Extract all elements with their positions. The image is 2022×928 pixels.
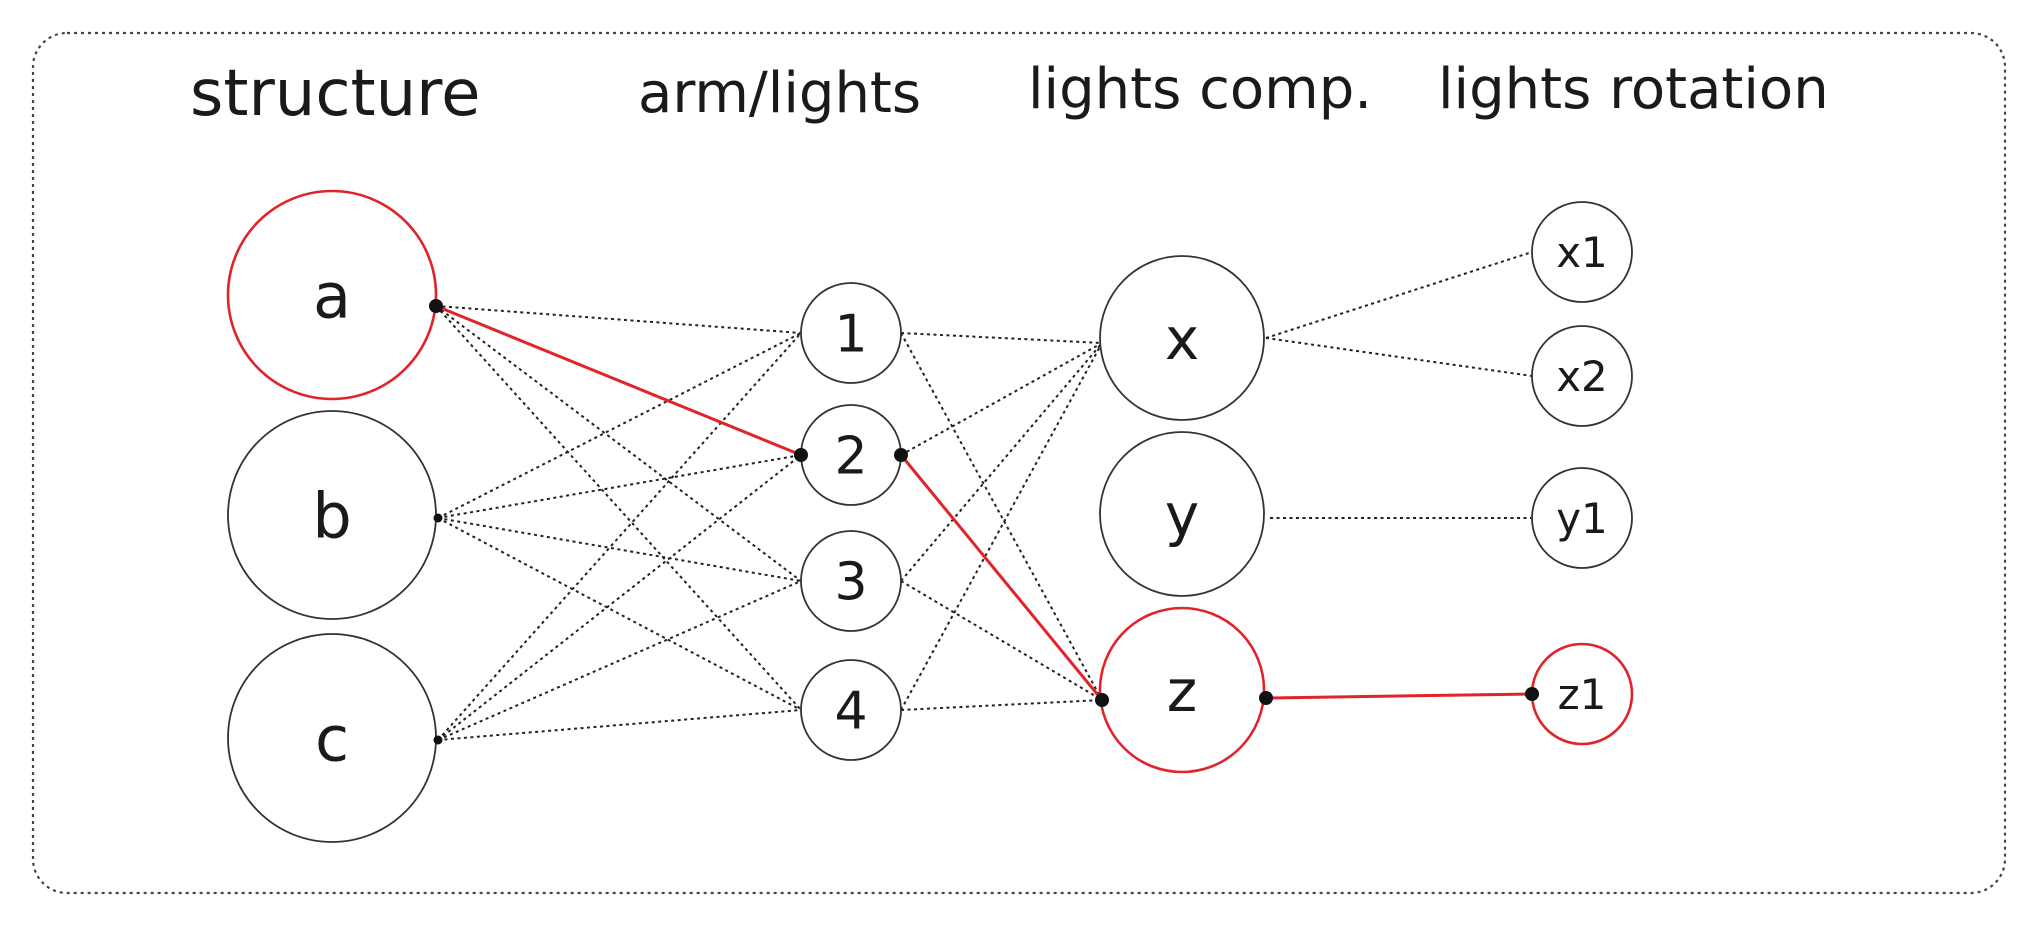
node-z: z: [1098, 606, 1266, 774]
edge-a-n1: [435, 305, 802, 334]
edge-n2-x: [900, 342, 1103, 456]
connection-dot-a-out: [429, 299, 443, 313]
edge-n1-x: [900, 332, 1103, 344]
edge-a-n3: [435, 305, 802, 582]
edge-c-n2: [437, 454, 802, 741]
edge-a-n2: [435, 304, 802, 457]
connection-dot-c-out: [433, 735, 443, 745]
node-label-n1: 1: [834, 305, 867, 365]
edge-b-n1: [437, 332, 802, 519]
node-label-y1: y1: [1556, 494, 1608, 543]
node-circle-y1: [1531, 467, 1633, 569]
node-y1: y1: [1531, 467, 1633, 569]
heading-structure: structure: [190, 57, 481, 131]
node-circle-z: [1098, 606, 1266, 774]
edge-n3-x: [900, 342, 1103, 582]
node-circle-a: [226, 189, 438, 401]
edge-z-z1: [1265, 692, 1533, 700]
node-circle-n1: [800, 282, 902, 384]
edge-b-n3: [437, 517, 802, 582]
edge-x-x1: [1265, 251, 1533, 339]
node-label-n3: 3: [834, 553, 867, 613]
edge-b-n4: [437, 517, 802, 711]
edges-layer: [435, 251, 1533, 741]
node-c: c: [227, 633, 437, 843]
node-n4: 4: [800, 659, 902, 761]
heading-arm-lights: arm/lights: [638, 61, 922, 126]
connection-dot-z-in: [1095, 693, 1109, 707]
node-z1: z1: [1530, 642, 1634, 746]
node-circle-x1: [1531, 201, 1633, 303]
connection-dot-b-out: [433, 513, 443, 523]
heading-lights-rotation: lights rotation: [1438, 57, 1829, 122]
connection-dot-n2-in: [794, 448, 808, 462]
node-a: a: [226, 189, 438, 401]
node-label-z1: z1: [1558, 670, 1607, 719]
node-label-c: c: [315, 702, 349, 775]
node-label-x: x: [1165, 305, 1199, 373]
connection-dot-z-out: [1259, 691, 1273, 705]
node-y: y: [1099, 431, 1265, 597]
edge-n4-z: [900, 699, 1103, 711]
edge-x-x2: [1265, 337, 1533, 377]
node-n2: 2: [800, 404, 902, 506]
node-label-x1: x1: [1556, 228, 1608, 277]
node-x: x: [1099, 255, 1265, 421]
node-circle-n4: [800, 659, 902, 761]
edge-n4-x: [900, 342, 1103, 711]
edge-n1-z: [900, 332, 1103, 701]
edge-n3-z: [900, 580, 1103, 701]
node-circle-n3: [800, 530, 902, 632]
connection-dots-layer: [429, 299, 1539, 745]
node-circle-y: [1099, 431, 1265, 597]
node-label-a: a: [313, 259, 351, 332]
node-label-n4: 4: [834, 682, 867, 742]
node-x2: x2: [1531, 325, 1633, 427]
node-label-x2: x2: [1556, 352, 1608, 401]
node-label-n2: 2: [834, 427, 867, 487]
node-circle-x2: [1531, 325, 1633, 427]
node-label-z: z: [1167, 657, 1197, 725]
connection-dot-z1-in: [1525, 687, 1539, 701]
diagram-frame: [31, 31, 2007, 895]
edge-n2-z: [899, 454, 1104, 701]
nodes-layer: a b c 1 2 3 4 x y z x1 x2 y1 z1: [226, 189, 1634, 843]
node-circle-x: [1099, 255, 1265, 421]
node-label-y: y: [1165, 481, 1199, 549]
edge-c-n1: [437, 332, 802, 741]
edge-b-n2: [437, 454, 802, 519]
node-b: b: [227, 410, 437, 620]
node-x1: x1: [1531, 201, 1633, 303]
node-label-b: b: [312, 479, 351, 552]
connection-dot-n2-out: [894, 448, 908, 462]
edge-c-n4: [437, 709, 802, 741]
node-n1: 1: [800, 282, 902, 384]
edge-c-n3: [437, 580, 802, 741]
node-n3: 3: [800, 530, 902, 632]
heading-lights-comp: lights comp.: [1028, 57, 1373, 122]
